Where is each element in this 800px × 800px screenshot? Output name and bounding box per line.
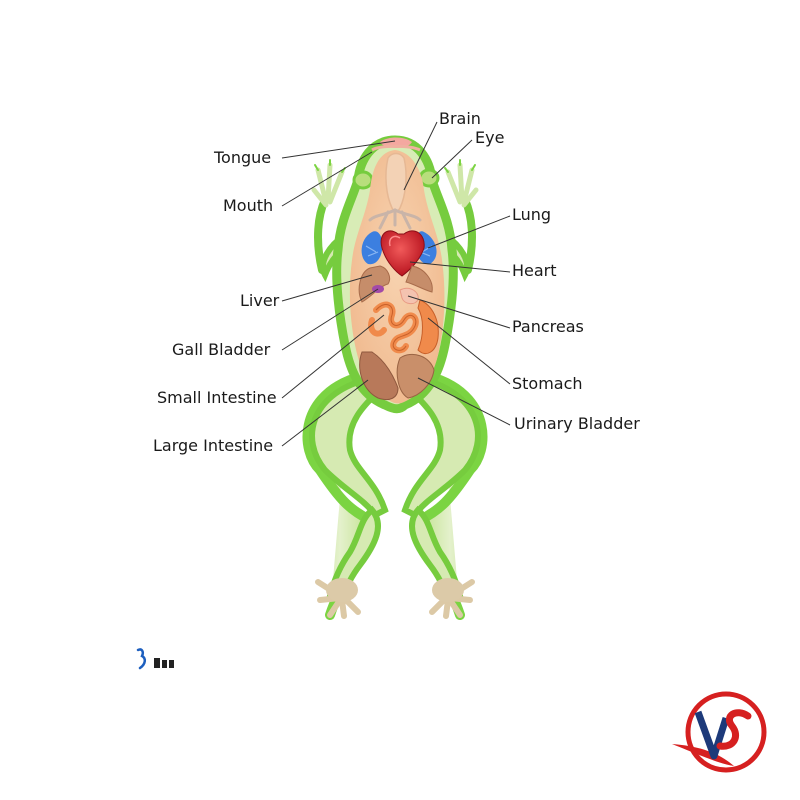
label-stomach: Stomach	[512, 374, 583, 393]
hind-feet-base	[326, 578, 464, 602]
label-tongue: Tongue	[214, 148, 272, 167]
liver-shape-2	[405, 265, 433, 293]
large-intestine-shape	[359, 351, 399, 401]
front-hands	[311, 162, 479, 208]
label-brain: Brain	[439, 109, 481, 128]
vessels	[368, 208, 422, 230]
watermark-fragment	[136, 648, 174, 670]
urinary-bladder-shape	[396, 354, 435, 399]
stomach-shape	[417, 299, 439, 354]
label-small-intestine: Small Intestine	[157, 388, 277, 407]
label-pancreas: Pancreas	[512, 317, 584, 336]
label-mouth: Mouth	[223, 196, 274, 215]
hind-legs	[302, 375, 488, 620]
label-liver: Liver	[240, 291, 280, 310]
label-urinary-bladder: Urinary Bladder	[514, 414, 640, 433]
vs-logo	[672, 691, 767, 773]
label-gall-bladder: Gall Bladder	[172, 340, 271, 359]
leader-lines	[281, 121, 511, 447]
label-heart: Heart	[512, 261, 557, 280]
mouth-rim	[371, 144, 421, 152]
heart-shape	[380, 230, 425, 277]
left-lung	[361, 231, 383, 265]
label-lung: Lung	[512, 205, 552, 224]
brain-shape	[385, 152, 407, 212]
label-eye: Eye	[475, 128, 505, 147]
label-large-intestine: Large Intestine	[153, 436, 274, 455]
